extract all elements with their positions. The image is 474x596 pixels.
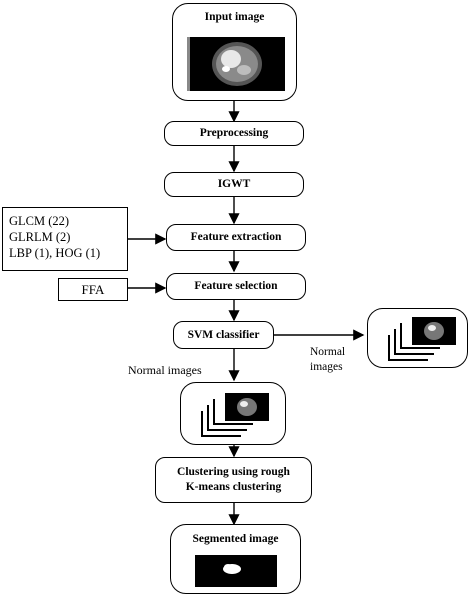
image-stack-icon: [201, 393, 269, 437]
preprocessing-node: Preprocessing: [164, 121, 304, 146]
image-stack-icon: [388, 317, 456, 361]
feature-glrlm: GLRLM (2): [9, 230, 71, 244]
svm-classifier-label: SVM classifier: [187, 328, 260, 341]
segmented-mask-thumbnail: [195, 555, 277, 587]
preprocessing-label: Preprocessing: [199, 127, 269, 139]
segmented-image-label: Segmented image: [192, 533, 279, 545]
igwt-node: IGWT: [164, 172, 304, 197]
feature-extraction-node: Feature extraction: [166, 224, 306, 251]
feature-selection-node: Feature selection: [166, 273, 306, 300]
normal-images-right-label-2: images: [310, 361, 343, 373]
brain-mri-thumbnail: [187, 37, 285, 91]
clustering-label-line1: Clustering using rough: [177, 466, 290, 478]
clustering-label-line2: K-means clustering: [185, 481, 282, 493]
abnormal-images-node: [367, 308, 468, 368]
feature-glcm: GLCM (22): [9, 214, 70, 228]
feature-selection-label: Feature selection: [194, 280, 278, 292]
feature-extraction-label: Feature extraction: [190, 231, 282, 243]
features-list-node: GLCM (22) GLRLM (2) LBP (1), HOG (1): [2, 207, 128, 271]
feature-lbp-hog: LBP (1), HOG (1): [9, 246, 101, 260]
normal-images-node: [180, 382, 286, 445]
segmented-image-node: Segmented image: [170, 524, 301, 594]
normal-images-right-label-1: Normal: [310, 346, 346, 358]
normal-images-left-label: Normal images: [128, 363, 202, 377]
clustering-node: Clustering using rough K-means clusterin…: [155, 457, 312, 503]
input-image-node: Input image: [172, 3, 297, 101]
igwt-label: IGWT: [217, 178, 251, 190]
svm-classifier-node: SVM classifier: [173, 321, 274, 349]
ffa-node: FFA: [58, 278, 128, 301]
ffa-label: FFA: [81, 281, 105, 297]
input-image-label: Input image: [204, 11, 265, 23]
